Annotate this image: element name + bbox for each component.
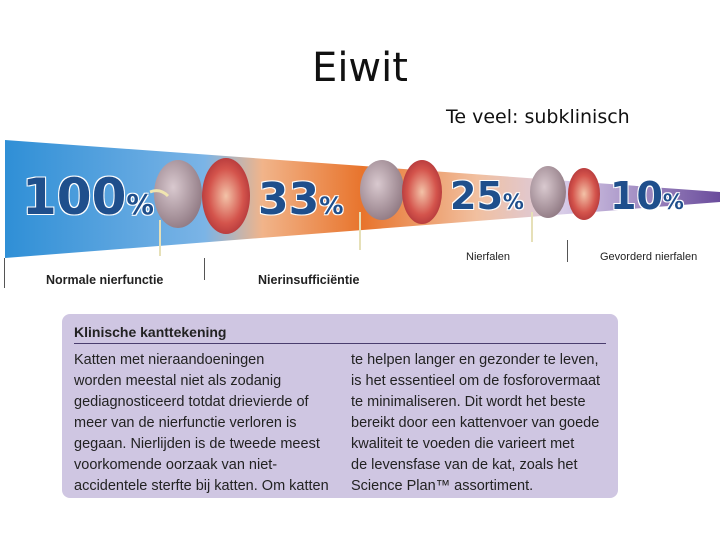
stage-label-normal: Normale nierfunctie [46,273,164,287]
stage-label-insufficiency: Nierinsufficiëntie [258,273,360,287]
kidney-function-banner: 100% 33% 25% 10% Normale nierfunctie Nie… [0,130,720,300]
clinical-note-column-1: Katten met nieraandoeningen worden meest… [74,350,329,497]
note-line: accidentele sterfte bij katten. Om katte… [74,478,329,494]
note-line: te helpen langer en gezonder te leven, [351,352,599,368]
percent-33: 33% [258,174,343,225]
note-line: worden meestal niet als zodanig [74,373,282,389]
percent-value: 33 [258,174,320,225]
note-line: is het essentieel om de fosforovermaat [351,373,601,389]
clinical-note-columns: Katten met nieraandoeningen worden meest… [74,350,606,497]
note-line: Katten met nieraandoeningen [74,352,265,368]
note-line: kwaliteit te voeden die varieert met [351,436,575,452]
note-line: de levensfase van de kat, zoals het [351,457,578,473]
percent-10: 10% [610,174,684,218]
clinical-note-heading: Klinische kanttekening [74,324,606,344]
slide-subtitle: Te veel: subklinisch [446,106,630,128]
stage-label-advanced-failure: Gevorderd nierfalen [600,251,698,263]
percent-unit: % [662,190,684,214]
percent-value: 100 [22,168,127,226]
stage-divider [567,240,568,262]
note-line: gediagnosticeerd totdat drievierde of [74,394,309,410]
note-line: Science Plan™ assortiment. [351,478,534,494]
note-line: gegaan. Nierlijden is de tweede meest [74,436,320,452]
percent-unit: % [126,189,154,221]
kidney-pair-3 [530,166,600,242]
percent-25: 25% [450,174,524,218]
kidney-pair-1 [149,158,250,256]
percent-value: 10 [610,174,663,218]
stage-divider [204,258,205,280]
slide-title: Eiwit [312,45,408,91]
percent-unit: % [319,192,344,220]
stage-divider [4,258,5,288]
kidney-pair-2 [359,160,442,250]
tapered-gradient-band [5,140,720,258]
percent-unit: % [502,190,524,214]
note-line: meer van de nierfunctie verloren is [74,415,297,431]
clinical-note-column-2: te helpen langer en gezonder te leven, i… [351,350,606,497]
note-line: te minimaliseren. Dit wordt het beste [351,394,586,410]
stage-label-failure: Nierfalen [466,251,511,263]
note-line: bereikt door een kattenvoer van goede [351,415,600,431]
note-line: voorkomende oorzaak van niet- [74,457,278,473]
clinical-note-box: Klinische kanttekening Katten met nieraa… [62,314,618,498]
percent-100: 100% [22,168,154,226]
percent-value: 25 [450,174,503,218]
